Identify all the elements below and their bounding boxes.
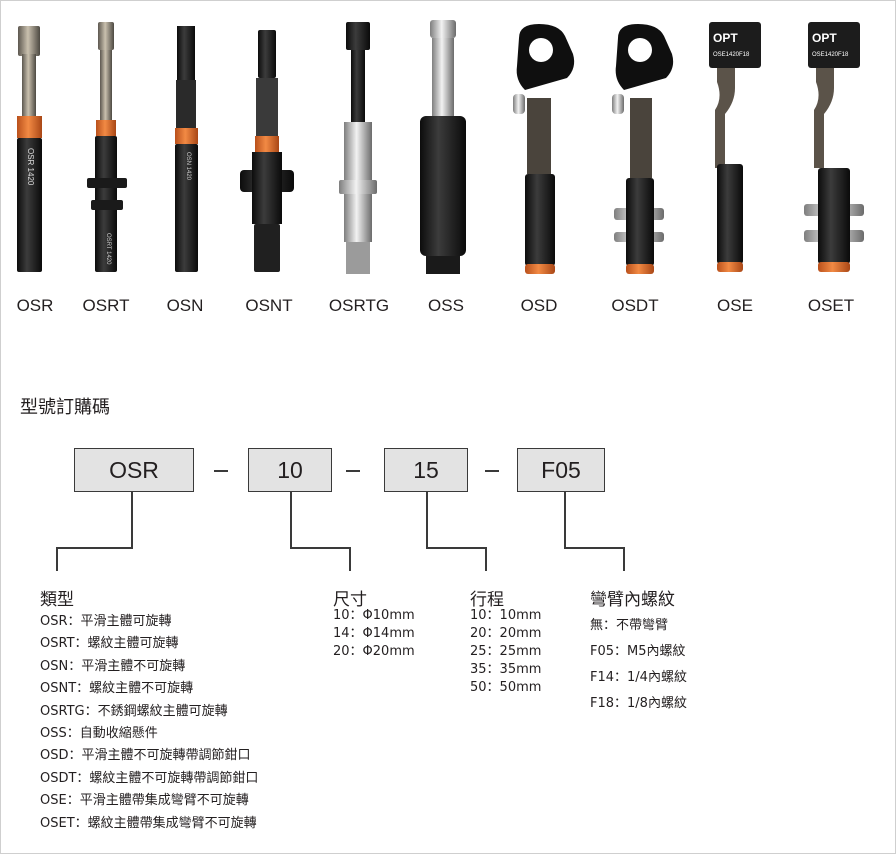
product-image-osdt (612, 24, 674, 274)
code-box-stroke: 15 (384, 448, 468, 492)
connector-arm-h (564, 547, 624, 549)
list-item: F18：1/8內螺紋 (590, 696, 687, 711)
list-item: OSNT：螺紋主體不可旋轉 (40, 681, 194, 697)
code-box-size: 10 (248, 448, 332, 492)
connector-type-h (56, 547, 133, 549)
connector-size-h (290, 547, 350, 549)
product-label-osdt: OSDT (611, 296, 659, 315)
group-heading-arm: 彎臂內螺紋 (590, 590, 675, 610)
product-image-osrt: OSRT 1420 (87, 22, 127, 272)
list-item: 10：Φ10mm (333, 608, 415, 623)
list-item: 20：Φ20mm (333, 644, 415, 659)
group-heading-stroke: 行程 (470, 590, 504, 610)
connector-stroke-v (485, 547, 487, 571)
list-item: OSR：平滑主體可旋轉 (40, 614, 172, 629)
product-brand-oset: OPT (812, 31, 837, 45)
product-label-oss: OSS (428, 296, 464, 315)
list-item: OSRT：螺紋主體可旋轉 (40, 636, 179, 652)
group-heading-size: 尺寸 (333, 590, 367, 610)
code-dash-3 (485, 470, 499, 472)
list-item: 35：35mm (470, 662, 542, 677)
product-marking-ose: OSE1420F18 (713, 52, 750, 58)
product-label-osnt: OSNT (245, 296, 293, 315)
code-dash-2 (346, 470, 360, 472)
list-item: 無：不帶彎臂 (590, 618, 669, 633)
size-list: 10：Φ10mm 14：Φ14mm 20：Φ20mm (333, 607, 415, 661)
connector-stroke (426, 492, 428, 548)
product-label-osrtg: OSRTG (328, 296, 390, 315)
connector-type-v (56, 547, 58, 571)
list-item: F14：1/4內螺紋 (590, 670, 687, 685)
list-item: OSS：自動收縮懸件 (40, 726, 158, 742)
product-image-osn: OSN 1420 (175, 26, 198, 272)
connector-size-v (349, 547, 351, 571)
list-item: OSET：螺紋主體帶集成彎臂不可旋轉 (40, 815, 257, 831)
product-label-osrt: OSRT (82, 296, 130, 315)
connector-stroke-h (426, 547, 486, 549)
code-box-arm: F05 (517, 448, 605, 492)
product-label-osd: OSD (520, 296, 558, 315)
list-item: OSDT：螺紋主體不可旋轉帶調節鉗口 (40, 770, 259, 786)
list-item: OSN：平滑主體不可旋轉 (40, 658, 186, 674)
product-image-oset: OPT OSE1420F18 (804, 22, 864, 272)
code-dash-1 (214, 470, 228, 472)
product-marking-osn: OSN 1420 (185, 152, 191, 181)
product-image-osr: OSR 1420 (17, 26, 42, 272)
product-marking-oset: OSE1420F18 (812, 52, 849, 58)
connector-arm (564, 492, 566, 548)
product-label-ose: OSE (717, 296, 753, 315)
connector-type (131, 492, 133, 548)
type-list: OSR：平滑主體可旋轉 OSRT：螺紋主體可旋轉 OSN：平滑主體不可旋轉 OS… (40, 611, 258, 835)
arm-list: 無：不帶彎臂 F05：M5內螺紋 F14：1/4內螺紋 F18：1/8內螺紋 (590, 613, 687, 717)
product-image-osrtg (339, 22, 377, 274)
list-item: F05：M5內螺紋 (590, 644, 686, 659)
list-item: OSRTG：不銹鋼螺紋主體可旋轉 (40, 703, 228, 719)
product-marking-osr: OSR 1420 (26, 148, 35, 186)
product-image-osd (513, 24, 575, 274)
product-label-osr: OSR (16, 296, 54, 315)
product-label-oset: OSET (807, 296, 855, 315)
list-item: 50：50mm (470, 680, 542, 695)
code-box-type: OSR (74, 448, 194, 492)
list-item: 25：25mm (470, 644, 542, 659)
product-image-osnt (240, 30, 294, 272)
list-item: 10：10mm (470, 608, 542, 623)
connector-arm-v (623, 547, 625, 571)
list-item: OSD：平滑主體不可旋轉帶調節鉗口 (40, 748, 251, 764)
product-brand-ose: OPT (713, 31, 738, 45)
group-heading-type: 類型 (40, 590, 74, 610)
page-title: 型號訂購碼 (20, 397, 110, 418)
product-marking-osrt: OSRT 1420 (105, 233, 111, 265)
product-image-oss (420, 20, 466, 274)
product-image-ose: OPT OSE1420F18 (709, 22, 761, 272)
product-label-osn: OSN (166, 296, 204, 315)
list-item: 14：Φ14mm (333, 626, 415, 641)
list-item: 20：20mm (470, 626, 542, 641)
stroke-list: 10：10mm 20：20mm 25：25mm 35：35mm 50：50mm (470, 607, 541, 697)
list-item: OSE：平滑主體帶集成彎臂不可旋轉 (40, 793, 249, 809)
connector-size (290, 492, 292, 548)
